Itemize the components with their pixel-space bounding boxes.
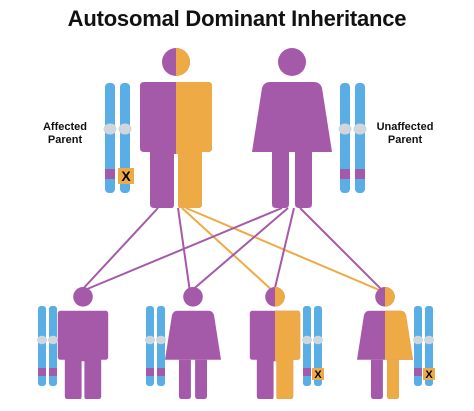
child-4-chromosomes: X: [413, 306, 435, 386]
child-4-affected-daughter: [357, 287, 413, 399]
child-3-chromosomes: X: [302, 306, 324, 386]
child-1-unaffected-son: [57, 287, 109, 399]
affected-father-figure: [140, 48, 212, 208]
child-3-allele-mark: X: [314, 369, 322, 381]
unaffected-mother-figure: [252, 48, 332, 208]
inheritance-lines: [79, 207, 385, 293]
affected-label-line2: Parent: [47, 134, 83, 146]
unaffected-parent-label: Unaffected Parent: [368, 121, 442, 147]
dominant-allele-mark: X: [121, 168, 131, 184]
unaffected-label-line1: Unaffected: [376, 121, 434, 133]
diagram-title: Autosomal Dominant Inheritance: [67, 6, 407, 31]
unaffected-parent-chromosomes: [338, 83, 367, 193]
child-2-chromosomes: [145, 306, 166, 386]
child-4-allele-mark: X: [425, 369, 433, 381]
affected-parent-label: Affected Parent: [30, 121, 100, 147]
affected-parent-chromosomes: X: [103, 83, 134, 193]
child-1-chromosomes: [37, 306, 58, 386]
child-3-affected-son: [249, 287, 301, 399]
child-2-unaffected-daughter: [165, 287, 221, 399]
unaffected-label-line2: Parent: [387, 134, 423, 146]
affected-label-line1: Affected: [42, 121, 87, 133]
